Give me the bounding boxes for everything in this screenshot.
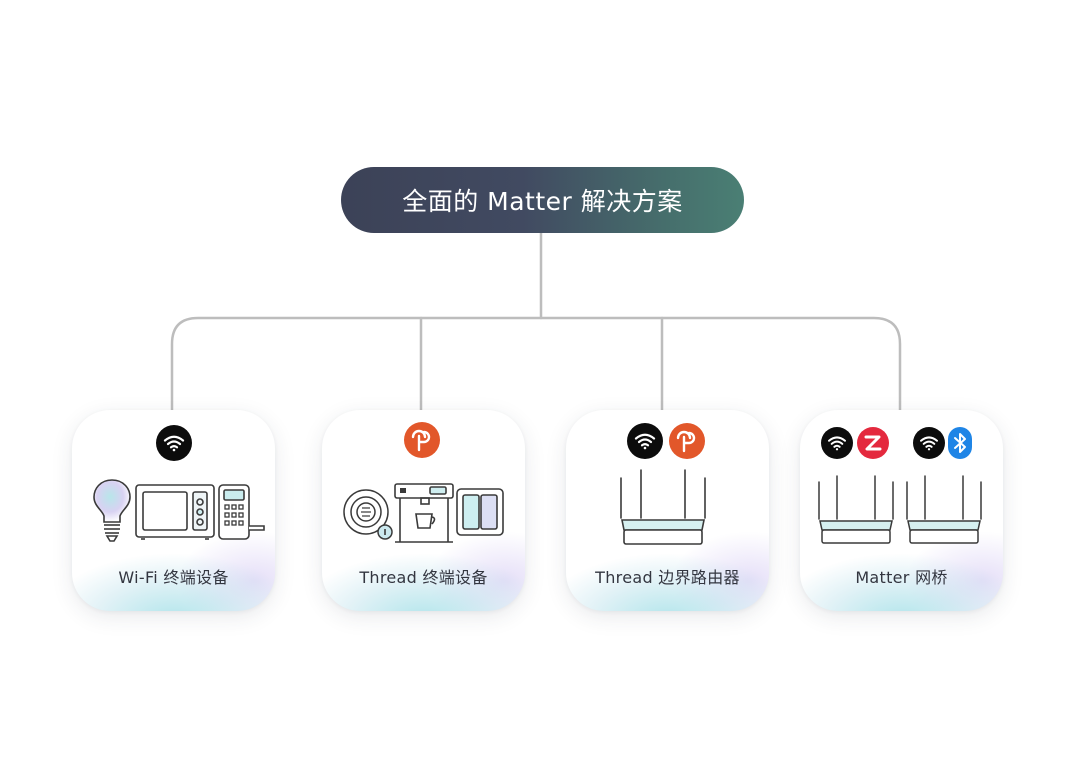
wifi-icon: [156, 425, 192, 461]
router-icon: [620, 469, 706, 545]
microwave-icon: [135, 484, 215, 540]
wifi-icon: [913, 427, 945, 459]
zigbee-icon: [857, 427, 889, 459]
node-label: Thread 终端设备: [359, 568, 488, 587]
smart-lock-icon: [218, 484, 265, 540]
node-label: Wi-Fi 终端设备: [118, 568, 229, 587]
router-icon: [818, 475, 894, 544]
wifi-icon: [821, 427, 853, 459]
node-wifi-end-devices: Wi-Fi 终端设备: [72, 410, 275, 611]
root-node: 全面的 Matter 解决方案: [341, 167, 744, 233]
thread-icon: [404, 422, 440, 458]
wall-switch-icon: [456, 488, 504, 536]
root-node-label: 全面的 Matter 解决方案: [402, 187, 683, 216]
bluetooth-icon: [948, 427, 972, 459]
node-label: Matter 网桥: [855, 568, 948, 587]
node-label: Thread 边界路由器: [595, 568, 740, 587]
light-bulb-icon: [93, 479, 131, 542]
node-matter-bridge: Matter 网桥: [800, 410, 1003, 611]
wifi-icon: [627, 423, 663, 459]
thread-icon: [669, 423, 705, 459]
router-icon: [906, 475, 982, 544]
node-thread-border-router: Thread 边界路由器: [566, 410, 769, 611]
node-thread-end-devices: Thread 终端设备: [322, 410, 525, 611]
coffee-machine-icon: [394, 483, 454, 543]
connector-horizontal: [170, 316, 902, 412]
smoke-detector-icon: [343, 489, 393, 540]
